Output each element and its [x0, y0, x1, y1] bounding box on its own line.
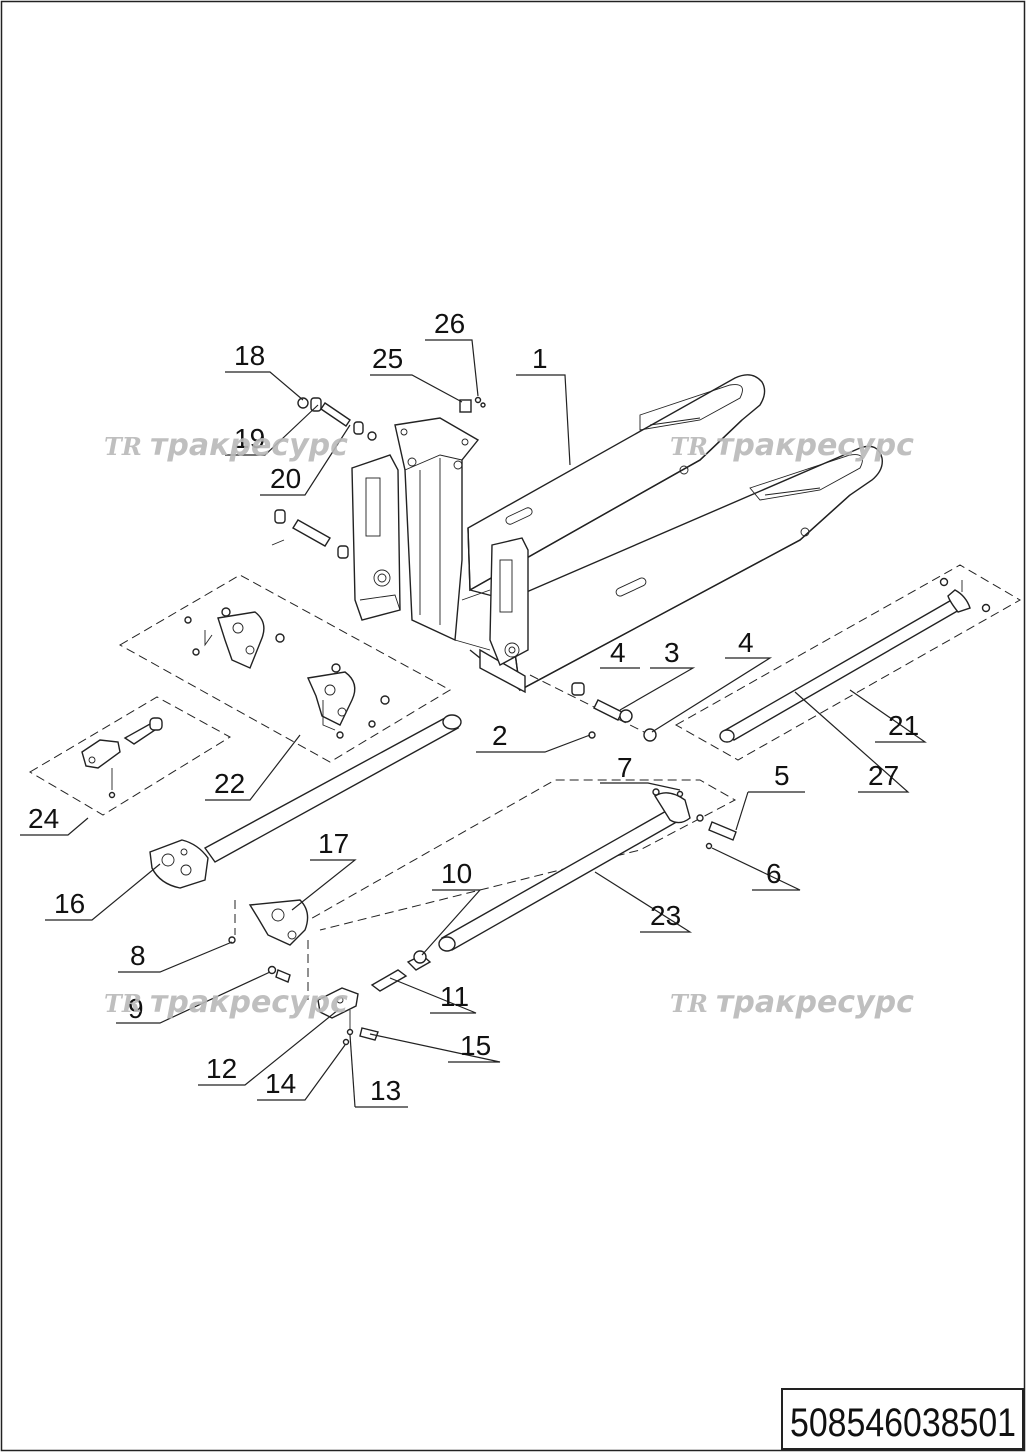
watermark-text: тракресурс [716, 985, 914, 1020]
callout-23: 23 [650, 900, 681, 931]
document-number: 508546038501 [790, 1401, 1016, 1445]
callout-5: 5 [774, 760, 790, 791]
callout-18: 18 [234, 340, 265, 371]
callout-1: 1 [532, 343, 548, 374]
callout-22: 22 [214, 768, 245, 799]
callout-25: 25 [372, 343, 403, 374]
callout-6: 6 [766, 858, 782, 889]
watermarks: TR тракресурс TR тракресурс TR тракресур… [104, 428, 914, 1020]
callout-20: 20 [270, 463, 301, 494]
callout-14: 14 [265, 1068, 296, 1099]
top-axle-hardware [271, 396, 486, 559]
callout-17: 17 [318, 828, 349, 859]
callout-2: 2 [492, 720, 508, 751]
callout-4a: 4 [610, 637, 626, 668]
callout-24: 24 [28, 803, 59, 834]
callout-13: 13 [370, 1075, 401, 1106]
callout-4b: 4 [738, 627, 754, 658]
watermark-logo: TR [104, 989, 142, 1018]
callout-26: 26 [434, 308, 465, 339]
watermark-logo: TR [670, 989, 708, 1018]
callout-27: 27 [868, 760, 899, 791]
callout-15: 15 [460, 1030, 491, 1061]
long-arm-16 [149, 714, 462, 889]
callout-12: 12 [206, 1053, 237, 1084]
callout-9: 9 [128, 993, 144, 1024]
bracket-22-group [118, 574, 452, 763]
callout-7: 7 [617, 752, 633, 783]
bracket-17-group [228, 899, 432, 1046]
callout-8: 8 [130, 940, 146, 971]
callout-11: 11 [440, 981, 469, 1012]
rod-21-group [674, 564, 1022, 761]
yoke-24-group [29, 696, 231, 816]
callouts: 1 2 3 4 4 5 6 7 8 9 10 11 12 13 14 15 16… [28, 308, 919, 1106]
callout-3: 3 [664, 637, 680, 668]
callout-21: 21 [888, 710, 919, 741]
leader-lines [20, 339, 927, 1108]
watermark-text: тракресурс [150, 985, 348, 1020]
watermark-logo: TR [670, 432, 708, 461]
lower-arm-23 [299, 779, 737, 952]
fork-frame [351, 374, 883, 694]
callout-10: 10 [441, 858, 472, 889]
pin-assembly [529, 674, 657, 742]
watermark-logo: TR [104, 432, 142, 461]
callout-16: 16 [54, 888, 85, 919]
callout-19: 19 [234, 423, 265, 454]
watermark-text: тракресурс [716, 428, 914, 463]
document-number-box: 508546038501 [781, 1388, 1024, 1450]
watermark-text: тракресурс [150, 428, 348, 463]
